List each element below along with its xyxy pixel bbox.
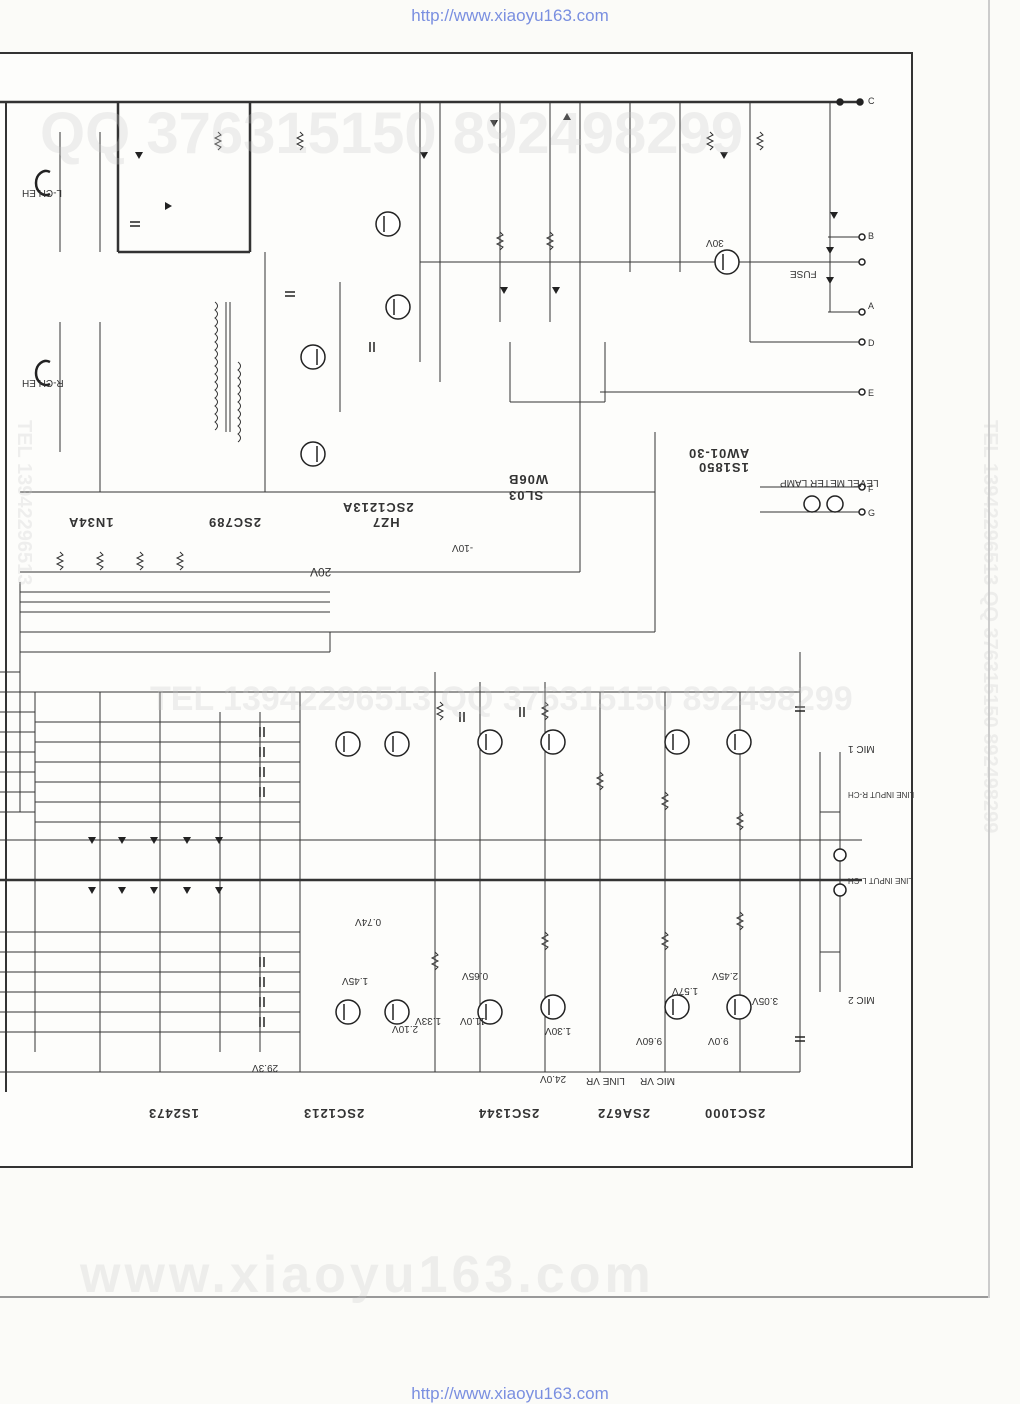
label-level-meter-lamp: LEVEL METER LAMP <box>780 477 879 488</box>
label-24v: 24.0V <box>540 1073 567 1084</box>
label-mic-vr: MIC VR <box>640 1075 675 1086</box>
label-line-vr: LINE VR <box>586 1075 625 1086</box>
label-line-input-lch: LINE INPUT L-CH <box>848 876 913 885</box>
label-20v: 20V <box>310 565 332 579</box>
terminal-c: C <box>868 96 875 106</box>
terminal-d: D <box>868 338 875 348</box>
label-9-60v: 9.60V <box>636 1035 663 1046</box>
label-11v: 11.0V <box>460 1015 486 1026</box>
label-3-05v: 3.05V <box>752 995 779 1006</box>
terminal-e: E <box>868 388 875 398</box>
label-1-30v: 1.30V <box>545 1025 572 1036</box>
watermark-tel-qq: TEL 13942296513 QQ 376315150 892498299 <box>150 680 853 718</box>
terminal-b: B <box>868 231 875 241</box>
label-9-0v: 9.0V <box>708 1035 729 1046</box>
watermark-qq: QQ 376315150 892498299 <box>40 101 744 166</box>
label-w06b: W06B <box>508 472 549 487</box>
watermark-tel-right: TEL 13942296513 QQ 376315150 892498299 <box>979 420 1001 834</box>
terminal-g: G <box>868 508 876 518</box>
label-fuse: FUSE <box>790 268 817 279</box>
label-29-3v: 29.3V <box>252 1062 279 1073</box>
label-2sc1344: 2SC1344 <box>478 1106 540 1121</box>
label-mic-1: MIC 1 <box>848 743 875 754</box>
label-2sc1213: 2SC1213 <box>303 1106 365 1121</box>
label-2sa672: 2SA672 <box>597 1106 650 1121</box>
label-0-74v: 0.74V <box>355 916 382 927</box>
label-1-57v: 1.57V <box>672 985 699 996</box>
watermark-website: www.xiaoyu163.com <box>80 1246 655 1304</box>
label-1n34a: 1N34A <box>68 515 114 530</box>
label-line-input-rch: LINE INPUT R-CH <box>848 790 915 799</box>
label-2-45v: 2.45V <box>712 970 739 981</box>
label-2sc789: 2SC789 <box>208 515 261 530</box>
label-0-65v: 0.65V <box>462 970 489 981</box>
terminal-a: A <box>868 301 875 311</box>
label-rch-eh: R-CH EH <box>22 377 64 388</box>
label-sl03: SL03 <box>508 488 544 503</box>
schematic-diagram <box>0 98 866 1092</box>
schematic-sheet <box>0 52 913 1168</box>
label-aw01-30: AW01-30 <box>688 446 750 461</box>
label-2sc1213a: 2SC1213A <box>342 500 414 515</box>
label-1s1850: 1S1850 <box>698 460 749 475</box>
watermark-tel-left: TEL 13942296513 <box>13 420 35 586</box>
label-2sc1000: 2SC1000 <box>704 1106 766 1121</box>
url-bottom[interactable]: http://www.xiaoyu163.com <box>411 1384 609 1403</box>
page-edge-bottom <box>0 1296 990 1298</box>
label-1-33v: 1.33V <box>415 1015 442 1026</box>
label-1s2473: 1S2473 <box>148 1106 199 1121</box>
label-30v: 30V <box>706 237 724 248</box>
page-edge-right <box>988 0 990 1298</box>
label-1-45v: 1.45V <box>342 975 369 986</box>
terminal-f: F <box>868 484 874 494</box>
label-hz7: HZ7 <box>372 515 400 530</box>
label-minus-10v: -10V <box>452 542 474 553</box>
label-mic-2: MIC 2 <box>848 994 875 1005</box>
url-top[interactable]: http://www.xiaoyu163.com <box>411 6 609 25</box>
label-lch-eh: L-CH EH <box>22 187 63 198</box>
